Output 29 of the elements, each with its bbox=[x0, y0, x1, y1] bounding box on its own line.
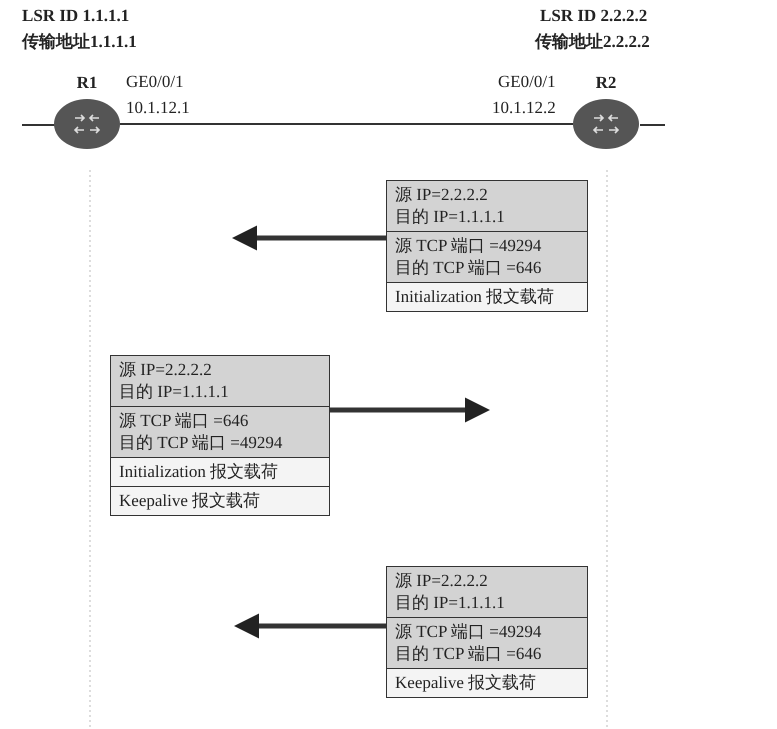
header-field: 目的 TCP 端口 =646 bbox=[395, 257, 579, 279]
link-line bbox=[120, 123, 573, 125]
packet-box bbox=[386, 180, 588, 312]
header-field: 源 TCP 端口 =49294 bbox=[395, 235, 579, 257]
header-field: 源 IP=2.2.2.2 bbox=[119, 359, 321, 381]
label-text: GE0/0/1 bbox=[498, 72, 556, 92]
router-name: R1 bbox=[76, 73, 98, 93]
header-field: 源 IP=2.2.2.2 bbox=[395, 184, 579, 206]
header-field: 目的 IP=1.1.1.1 bbox=[395, 206, 579, 228]
label-text: 10.1.12.2 bbox=[492, 98, 556, 118]
header-field: 目的 IP=1.1.1.1 bbox=[119, 381, 321, 403]
label-text: 10.1.12.1 bbox=[126, 98, 190, 118]
label-text: 传输地址2.2.2.2 bbox=[535, 32, 650, 52]
label-text: LSR ID 2.2.2.2 bbox=[540, 6, 648, 26]
header-field: 目的 TCP 端口 =49294 bbox=[119, 432, 321, 454]
label-text: 传输地址1.1.1.1 bbox=[22, 32, 137, 52]
label-text: GE0/0/1 bbox=[126, 72, 184, 92]
arrow bbox=[234, 614, 386, 638]
router-name: R2 bbox=[594, 73, 618, 93]
packet-box bbox=[386, 566, 588, 698]
header-field: 目的 TCP 端口 =646 bbox=[395, 643, 579, 665]
header-field: 目的 IP=1.1.1.1 bbox=[395, 592, 579, 614]
arrow bbox=[330, 398, 490, 422]
label-text: LSR ID 1.1.1.1 bbox=[22, 6, 130, 26]
header-field: 源 IP=2.2.2.2 bbox=[395, 570, 579, 592]
header-field: 源 TCP 端口 =49294 bbox=[395, 621, 579, 643]
arrow bbox=[232, 226, 386, 250]
header-field: 源 TCP 端口 =646 bbox=[119, 410, 321, 432]
packet-box bbox=[110, 355, 330, 516]
